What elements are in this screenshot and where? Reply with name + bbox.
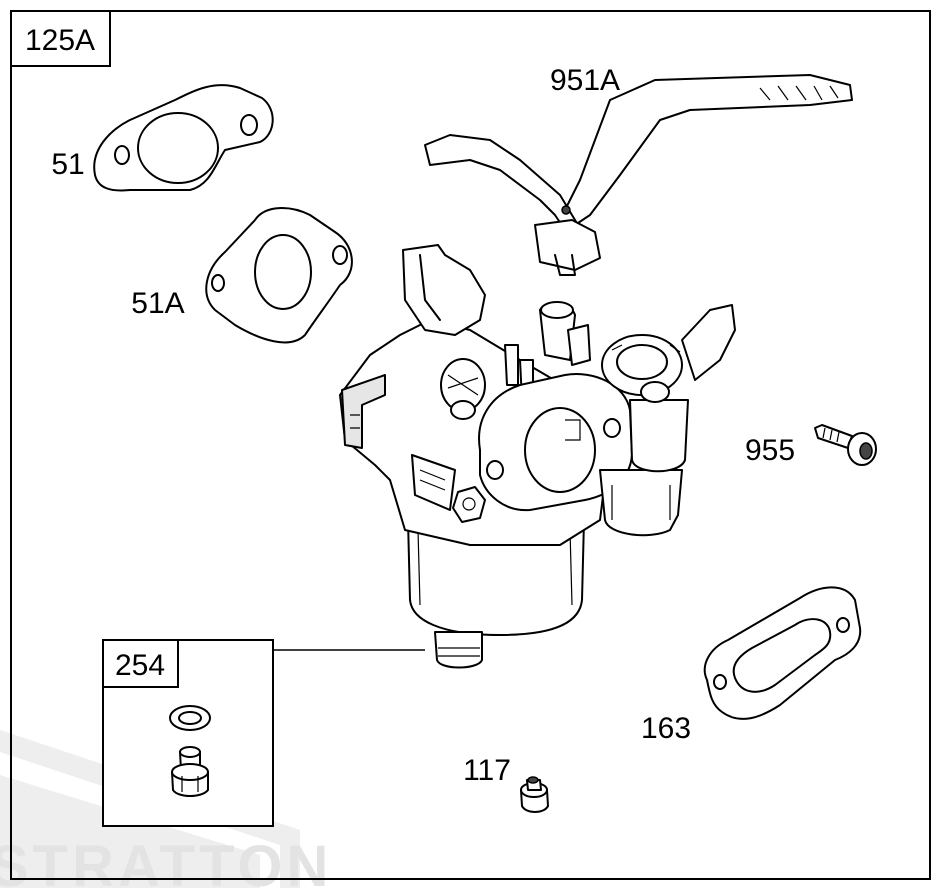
carburetor-assembly <box>339 244 736 669</box>
gasket-51 <box>93 84 274 192</box>
gasket-163 <box>703 586 862 720</box>
diagram-frame <box>10 10 931 880</box>
jet-117 <box>520 776 549 813</box>
main-part-number: 125A <box>25 24 95 57</box>
main-label-box: 125A <box>10 10 111 67</box>
part-label-117: 117 <box>463 754 511 787</box>
brand-watermark: STRATTON <box>0 730 328 888</box>
part-label-955: 955 <box>745 434 795 467</box>
part-label-951a: 951A <box>550 64 620 97</box>
part-label-254: 254 <box>115 649 165 682</box>
part-label-163: 163 <box>641 712 691 745</box>
choke-lever-951a <box>424 74 853 276</box>
part-label-51: 51 <box>51 148 84 181</box>
screw-955 <box>814 424 877 466</box>
kit-box-254: 254 <box>102 639 425 827</box>
gasket-51a <box>205 207 353 344</box>
part-label-51a: 51A <box>131 287 184 320</box>
